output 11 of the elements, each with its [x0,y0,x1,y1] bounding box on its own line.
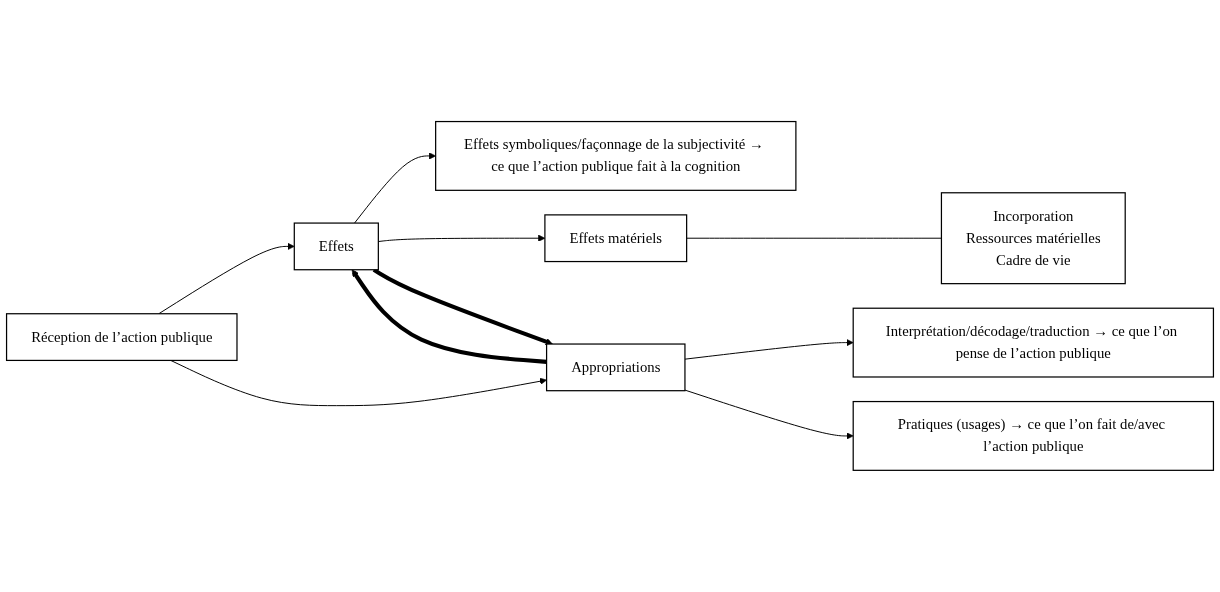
node-box: Effets symboliques/façonnage de la subjectivité → ce que l’action publique fait à la cognition [435,121,797,191]
arrow [351,269,547,364]
node-box: Incorporation Ressources matérielles Cadre de vie [940,192,1126,285]
arrow [372,268,553,346]
connector [686,237,942,239]
node-box: Appropriations [545,343,686,392]
node-box: Effets matériels [544,214,688,263]
node-box: Interprétation/décodage/traduction → ce que l’on pense de l’action publique [852,307,1215,378]
node-box: Pratiques (usages) → ce que l’on fait de/avec l’action publique [852,401,1215,471]
node-box: Effets [293,222,379,271]
node-box: Réception de l’action publique [5,313,238,362]
